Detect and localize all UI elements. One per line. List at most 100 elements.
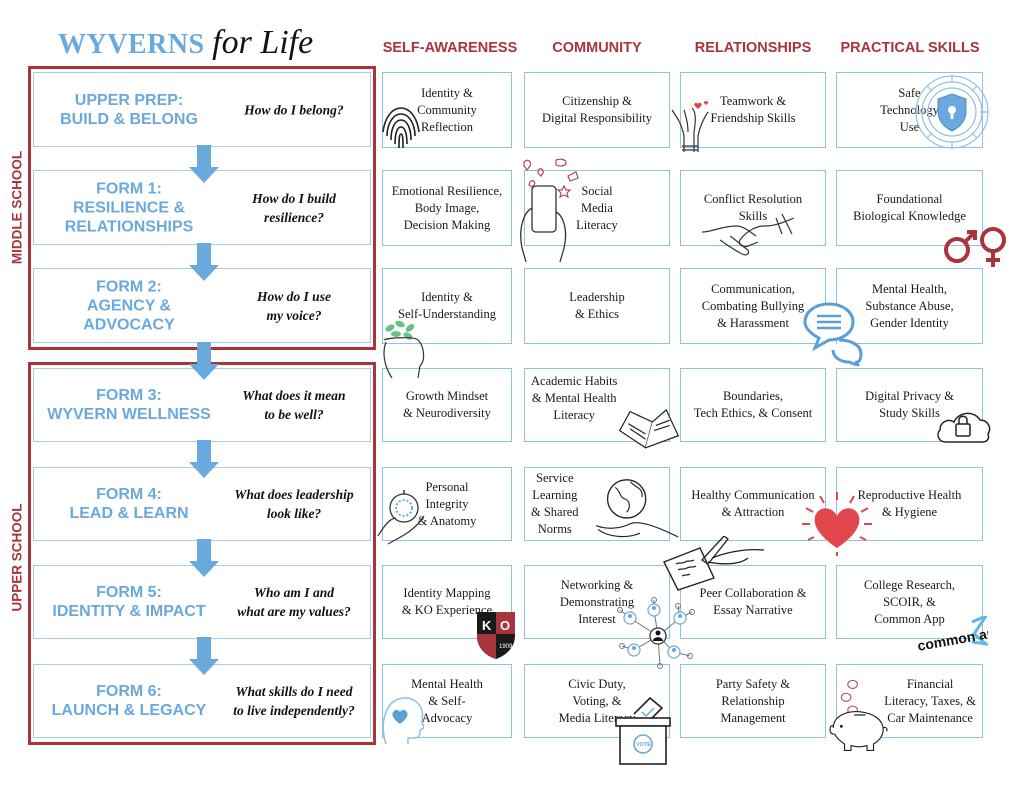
topic-label: Service Learning & Shared Norms xyxy=(531,471,579,536)
down-arrow-icon xyxy=(189,243,219,281)
network-people-icon xyxy=(617,597,695,669)
handshake-icon xyxy=(701,213,795,256)
vote-label: VOTE xyxy=(636,742,651,748)
ko-badge-o: O xyxy=(500,618,510,633)
title-tagline: for Life xyxy=(212,24,314,61)
ko-badge-k: K xyxy=(482,618,492,633)
topic-label: Peer Collaboration & Essay Narrative xyxy=(699,586,807,617)
heart-icon xyxy=(802,492,872,556)
common-app-text: common app xyxy=(916,623,988,654)
topic-label: Communication, Combating Bullying & Hara… xyxy=(701,281,805,330)
form-title: FORM 6: LAUNCH & LEGACY xyxy=(51,683,207,719)
writing-hand-icon xyxy=(663,536,765,591)
topic-label: Identity Mapping & KO Experience xyxy=(401,586,493,617)
form-question: What does it mean to be well? xyxy=(242,388,346,422)
form-question: How do I use my voice? xyxy=(257,288,331,323)
topic-cell-relationships: Healthy Communication & Attraction xyxy=(680,467,826,541)
fingerprint-icon xyxy=(382,107,420,149)
down-arrow-icon xyxy=(189,637,219,675)
topic-label: Identity & Self-Understanding xyxy=(398,290,496,321)
topic-label: Safe Technology Use xyxy=(880,85,939,134)
topic-label: Healthy Communication & Attraction xyxy=(691,488,815,519)
cloud-lock-icon xyxy=(937,412,991,443)
topic-cell-community: Leadership & Ethics xyxy=(524,268,670,344)
topic-cell-relationships: Teamwork & Friendship Skills xyxy=(680,72,826,148)
topic-label: Networking & Demonstrating Interest xyxy=(559,577,635,626)
topic-cell-community: Networking & Demonstrating Interest xyxy=(524,565,670,639)
topic-cell-community: Social Media Literacy xyxy=(524,170,670,246)
globe-hand-icon xyxy=(595,479,679,538)
head-heart-icon xyxy=(382,697,424,745)
form-title: FORM 2: AGENCY & ADVOCACY xyxy=(83,278,175,333)
topic-cell-relationships: Boundaries, Tech Ethics, & Consent xyxy=(680,368,826,442)
down-arrow-icon xyxy=(189,145,219,183)
topic-label: Boundaries, Tech Ethics, & Consent xyxy=(693,389,813,420)
form-question: What does leadership look like? xyxy=(234,487,354,521)
topic-cell-practical-skills: Reproductive Health & Hygiene xyxy=(836,467,983,541)
topic-cell-relationships: Communication, Combating Bullying & Hara… xyxy=(680,268,826,344)
compass-hand-icon xyxy=(377,490,425,545)
chat-bubbles-icon xyxy=(803,302,863,366)
topic-cell-practical-skills: College Research, SCOIR, & Common App xyxy=(836,565,983,639)
column-header-self-awareness: SELF-AWARENESS xyxy=(382,40,518,56)
topic-cell-community: Service Learning & Shared Norms xyxy=(524,467,670,541)
topic-cell-self-awareness: Emotional Resilience, Body Image, Decisi… xyxy=(382,170,512,246)
piggy-bank-icon xyxy=(829,679,888,751)
form-title: FORM 5: IDENTITY & IMPACT xyxy=(52,584,206,620)
topic-label: Mental Health, Substance Abuse, Gender I… xyxy=(865,281,954,330)
topic-label: Social Media Literacy xyxy=(576,183,618,232)
topic-label: Academic Habits & Mental Health Literacy xyxy=(531,374,618,422)
common-app-logo: common app xyxy=(916,616,988,654)
form-5: FORM 5: IDENTITY & IMPACT Who am I and w… xyxy=(33,565,371,639)
topic-label: Emotional Resilience, Body Image, Decisi… xyxy=(391,183,503,232)
gender-symbols-icon xyxy=(944,227,1006,267)
topic-cell-practical-skills: Financial Literacy, Taxes, & Car Mainten… xyxy=(836,664,983,738)
form-title: UPPER PREP: BUILD & BELONG xyxy=(60,91,198,128)
form-title: FORM 1: RESILIENCE & RELATIONSHIPS xyxy=(64,180,194,235)
open-book-icon xyxy=(618,408,680,449)
form-6: FORM 6: LAUNCH & LEGACY What skills do I… xyxy=(33,664,371,738)
ko-badge-year: 1909 xyxy=(499,644,513,650)
topic-label: Identity & Community Reflection xyxy=(417,85,477,134)
topic-cell-self-awareness: Identity & Self-Understanding xyxy=(382,268,512,344)
topic-cell-self-awareness: Growth Mindset & Neurodiversity xyxy=(382,368,512,442)
topic-label: Conflict Resolution Skills xyxy=(703,192,803,223)
topic-label: Leadership & Ethics xyxy=(569,290,625,321)
topic-label: Growth Mindset & Neurodiversity xyxy=(403,389,491,420)
topic-cell-practical-skills: Mental Health, Substance Abuse, Gender I… xyxy=(836,268,983,344)
form-1: FORM 1: RESILIENCE & RELATIONSHIPS How d… xyxy=(33,170,371,245)
topic-label: Party Safety & Relationship Management xyxy=(715,676,791,725)
topic-label: College Research, SCOIR, & Common App xyxy=(864,577,955,626)
topic-label: Digital Privacy & Study Skills xyxy=(865,389,954,420)
topic-label: Personal Integrity & Anatomy xyxy=(417,479,477,528)
form-title: FORM 4: LEAD & LEARN xyxy=(69,486,189,522)
form-4: FORM 4: LEAD & LEARN What does leadershi… xyxy=(33,467,371,541)
form-2: FORM 2: AGENCY & ADVOCACY How do I use m… xyxy=(33,268,371,343)
topic-cell-relationships: Party Safety & Relationship Management xyxy=(680,664,826,738)
down-arrow-icon xyxy=(189,539,219,577)
topic-label: Mental Health & Self- Advocacy xyxy=(411,676,483,725)
topic-cell-self-awareness: Identity & Community Reflection xyxy=(382,72,512,148)
form-question: Who am I and what are my values? xyxy=(237,585,351,619)
security-shield-icon xyxy=(915,75,989,149)
ballot-box-icon: VOTE xyxy=(615,696,671,765)
topic-label: Reproductive Health & Hygiene xyxy=(857,488,962,519)
topic-label: Teamwork & Friendship Skills xyxy=(710,94,796,125)
middle-school-label: MIDDLE SCHOOL xyxy=(9,150,25,265)
topic-cell-self-awareness: Identity Mapping & KO Experience xyxy=(382,565,512,639)
topic-cell-practical-skills: Foundational Biological Knowledge xyxy=(836,170,983,246)
topic-cell-community: Citizenship & Digital Responsibility xyxy=(524,72,670,148)
down-arrow-icon xyxy=(189,440,219,478)
column-header-practical-skills: PRACTICAL SKILLS xyxy=(840,40,980,56)
head-plant-icon xyxy=(383,320,425,379)
topic-label: Foundational Biological Knowledge xyxy=(853,192,966,223)
title-brand: WYVERNS xyxy=(58,29,205,60)
page-title: WYVERNS for Life xyxy=(58,24,313,62)
column-header-relationships: RELATIONSHIPS xyxy=(694,40,812,56)
form-question: What skills do I need to live independen… xyxy=(233,684,355,718)
form-question: How do I belong? xyxy=(244,102,344,117)
topic-cell-self-awareness: Personal Integrity & Anatomy xyxy=(382,467,512,541)
column-header-community: COMMUNITY xyxy=(552,40,642,56)
form-title: FORM 3: WYVERN WELLNESS xyxy=(47,387,211,423)
upper-school-label: UPPER SCHOOL xyxy=(9,503,25,612)
